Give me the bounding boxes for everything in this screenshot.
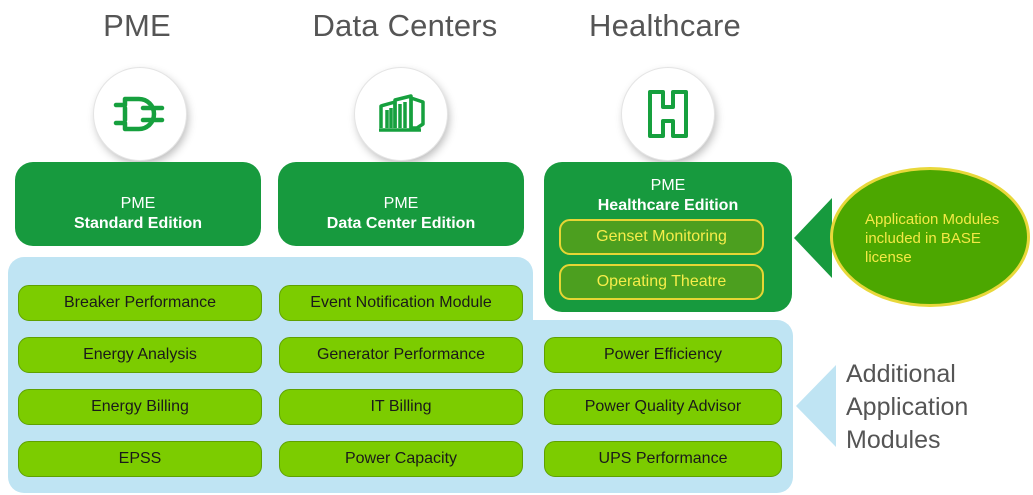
additional-modules-arrow-icon <box>796 365 836 447</box>
healthcare-module: Genset Monitoring <box>559 219 764 255</box>
module-item: IT Billing <box>279 389 523 425</box>
module-item: Energy Billing <box>18 389 262 425</box>
healthcare-edition-box: PME Healthcare Edition Genset Monitoring… <box>544 162 792 312</box>
module-item: Power Efficiency <box>544 337 782 373</box>
healthcare-edition-name: Healthcare Edition <box>597 197 739 214</box>
hospital-icon <box>622 68 714 160</box>
base-license-callout: Application Modules included in BASE lic… <box>830 167 1030 307</box>
data-center-edition-name: Data Center Edition <box>326 215 476 232</box>
data-center-edition-box: PME Data Center Edition <box>278 162 524 246</box>
module-item: Energy Analysis <box>18 337 262 373</box>
module-item: Power Quality Advisor <box>544 389 782 425</box>
additional-modules-label: Additional Application Modules <box>846 360 969 454</box>
standard-edition-box: PME Standard Edition <box>15 162 261 246</box>
standard-edition-name: Standard Edition <box>74 215 202 232</box>
module-item: Power Capacity <box>279 441 523 477</box>
plug-icon <box>94 68 186 160</box>
module-item: Generator Performance <box>279 337 523 373</box>
data-center-edition-product: PME <box>383 195 419 212</box>
healthcare-module: Operating Theatre <box>559 264 764 300</box>
column-title-pme: PME <box>103 8 171 43</box>
column-title-data-centers: Data Centers <box>312 8 498 43</box>
healthcare-edition-product: PME <box>650 177 686 194</box>
module-item: Event Notification Module <box>279 285 523 321</box>
module-item: UPS Performance <box>544 441 782 477</box>
module-item: EPSS <box>18 441 262 477</box>
building-icon <box>355 68 447 160</box>
standard-edition-product: PME <box>120 195 156 212</box>
base-license-arrow-icon <box>794 198 832 278</box>
column-title-healthcare: Healthcare <box>589 8 741 43</box>
module-item: Breaker Performance <box>18 285 262 321</box>
